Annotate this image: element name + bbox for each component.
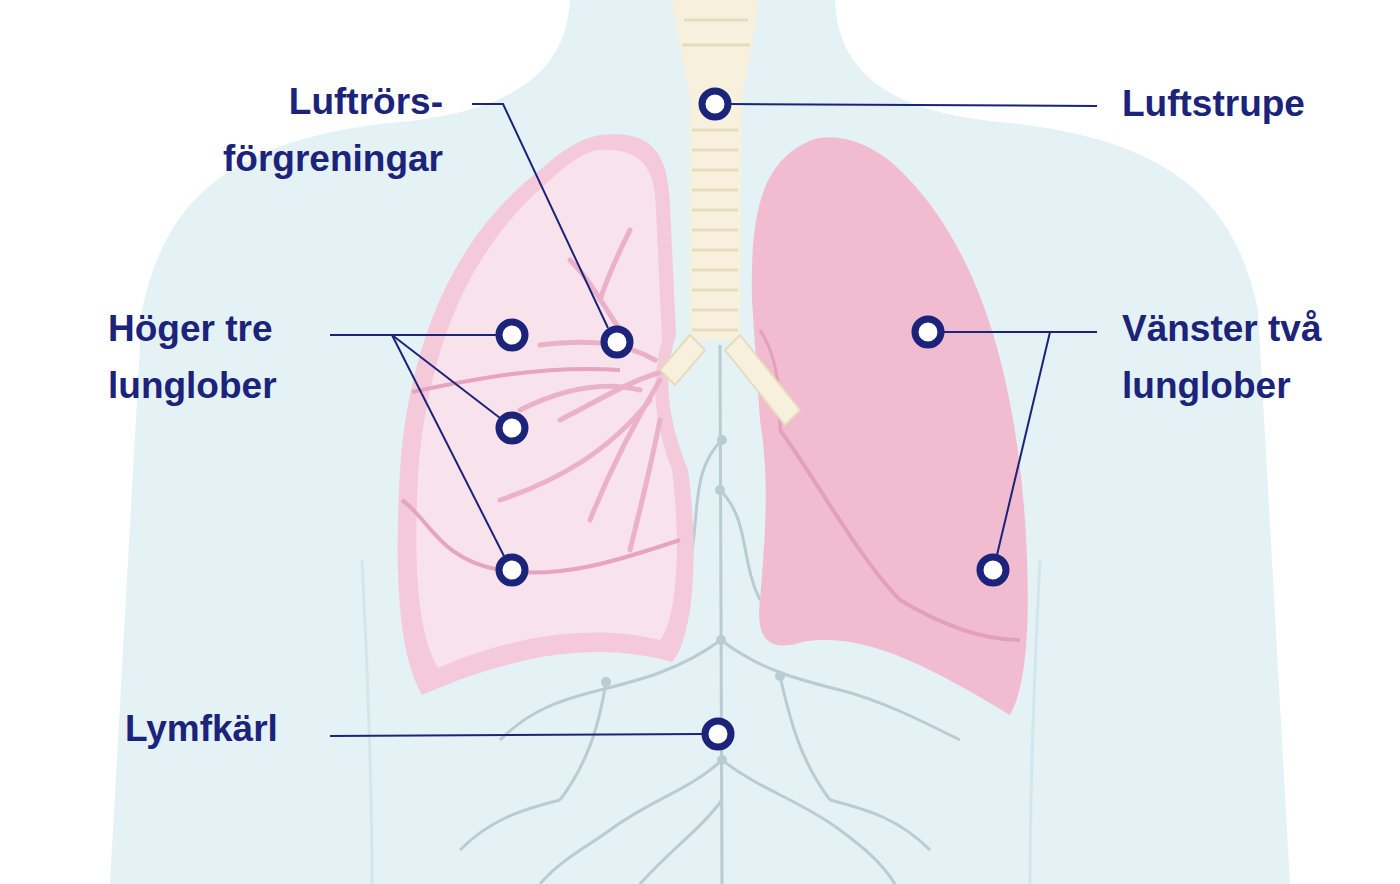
part-label: Luftrörs- förgreningar [223,73,443,187]
body-silhouette [110,0,1290,884]
leader-lines [330,104,1097,736]
part-label: Höger tre lunglober [108,300,323,414]
trachea [672,0,760,340]
arm-line [362,560,372,884]
part-label: Luftstrupe [1122,75,1305,132]
left-lung [752,137,1028,715]
part-label: Vänster två lunglober [1122,300,1367,414]
right-lung [398,134,694,695]
part-label: Lymfkärl [125,700,278,757]
arm-line [1030,560,1040,884]
marker-circles [499,91,1006,747]
